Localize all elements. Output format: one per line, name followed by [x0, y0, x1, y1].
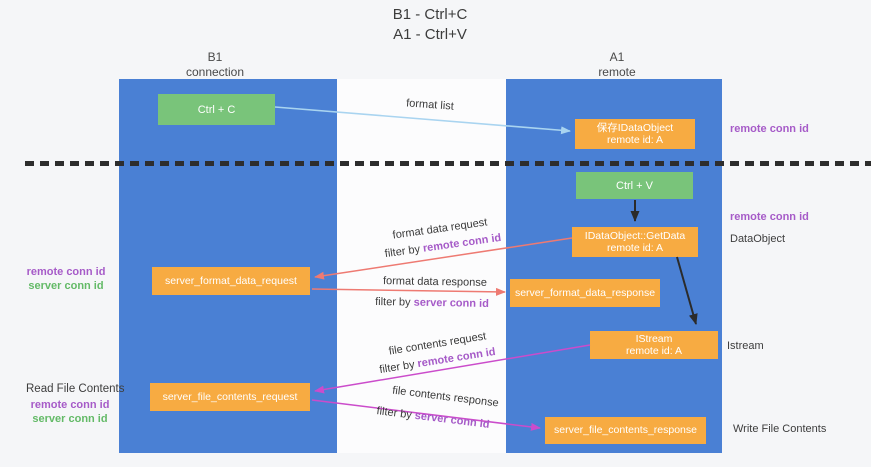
server-conn-id-text: server conn id — [413, 296, 489, 310]
server-conn-id-left-top: server conn id — [28, 280, 104, 292]
server-conn-id-left-bottom: server conn id — [32, 413, 108, 425]
remote-conn-id-left-top: remote conn id — [26, 266, 106, 278]
istream-box: IStream remote id: A — [590, 331, 718, 359]
title-line-2: A1 - Ctrl+V — [393, 26, 467, 43]
server-file-contents-request-box: server_file_contents_request — [150, 383, 310, 411]
read-file-contents-label: Read File Contents — [26, 383, 125, 395]
filter-by-text: filter by — [375, 296, 414, 309]
getdata-line1: IDataObject::GetData — [584, 229, 686, 242]
server-format-data-request-label: server_format_data_request — [165, 274, 297, 287]
format-data-response-label: format data response — [382, 275, 488, 289]
column-a1-role: remote — [598, 65, 636, 79]
remote-conn-id-right-top: remote conn id — [730, 123, 809, 135]
remote-conn-id-right-mid: remote conn id — [730, 211, 809, 223]
ctrl-c-label: Ctrl + C — [197, 103, 236, 116]
idataobject-getdata-box: IDataObject::GetData remote id: A — [572, 227, 698, 257]
server-file-contents-response-label: server_file_contents_response — [553, 424, 697, 437]
server-format-data-response-box: server_format_data_response — [510, 279, 660, 307]
server-format-data-request-box: server_format_data_request — [152, 267, 310, 295]
column-b1-role: connection — [185, 65, 245, 79]
save-idataobject-line2: remote id: A — [606, 134, 664, 146]
format-data-response-filter-label: filter by server conn id — [372, 296, 492, 310]
ctrl-v-label: Ctrl + V — [616, 179, 653, 192]
dashed-divider — [25, 161, 871, 166]
server-format-data-response-label: server_format_data_response — [514, 286, 656, 299]
left-conn-id-group-top: remote conn id server conn id — [16, 265, 116, 293]
column-header-a1: A1 remote — [547, 50, 687, 80]
title-line-1: B1 - Ctrl+C — [392, 6, 468, 23]
getdata-line2: remote id: A — [606, 242, 664, 254]
column-b1-name: B1 — [207, 50, 223, 64]
write-file-contents-label: Write File Contents — [733, 423, 827, 435]
ctrl-c-box: Ctrl + C — [158, 94, 275, 125]
server-file-contents-request-label: server_file_contents_request — [162, 390, 298, 403]
save-idataobject-line1: 保存IDataObject — [596, 121, 674, 134]
istream-line1: IStream — [635, 332, 673, 345]
remote-conn-id-left-bottom: remote conn id — [30, 399, 110, 411]
diagram-title: B1 - Ctrl+C A1 - Ctrl+V — [300, 5, 560, 45]
left-conn-id-group-bottom: remote conn id server conn id — [20, 398, 120, 426]
ctrl-v-box: Ctrl + V — [576, 172, 693, 199]
istream-line2: remote id: A — [625, 345, 683, 357]
save-idataobject-box: 保存IDataObject remote id: A — [575, 119, 695, 149]
column-a1-name: A1 — [609, 50, 625, 64]
server-file-contents-response-box: server_file_contents_response — [545, 417, 706, 444]
column-header-b1: B1 connection — [145, 50, 285, 80]
istream-side-label: Istream — [727, 340, 764, 352]
dataobject-label: DataObject — [730, 233, 786, 245]
